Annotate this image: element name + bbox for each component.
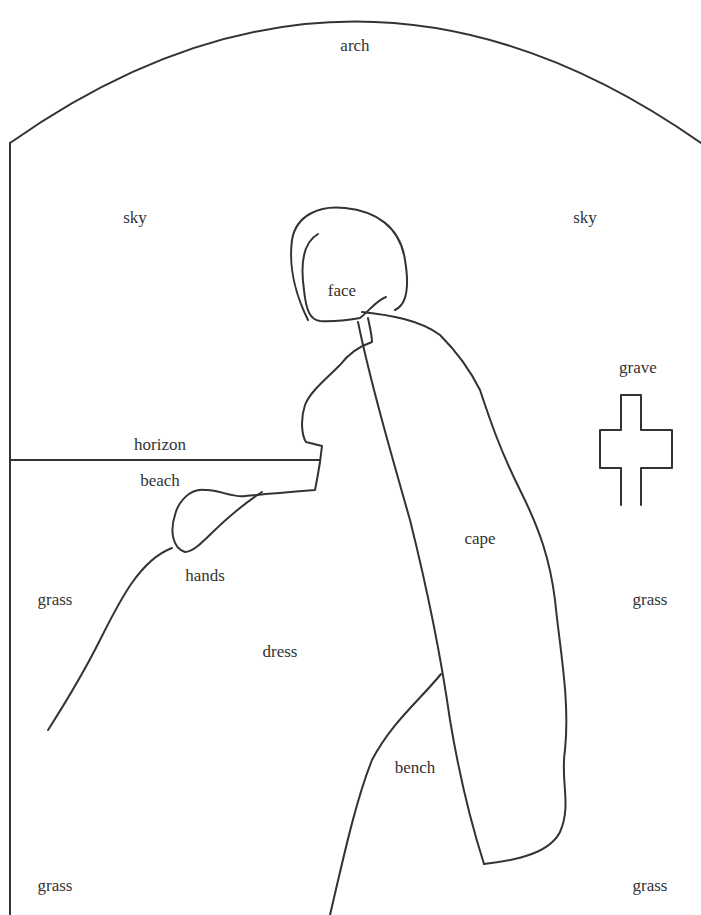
region-label: sky bbox=[573, 208, 597, 228]
cape-inner-edge bbox=[358, 322, 484, 864]
region-label: grass bbox=[633, 876, 668, 896]
bench-edge bbox=[330, 674, 441, 915]
region-label: dress bbox=[263, 642, 298, 662]
face-outline bbox=[303, 234, 386, 321]
region-label: cape bbox=[464, 529, 495, 549]
region-label: grass bbox=[633, 590, 668, 610]
region-label: grass bbox=[38, 590, 73, 610]
dress-edge bbox=[48, 548, 172, 730]
cape-outline bbox=[362, 312, 566, 864]
arch-line bbox=[10, 22, 701, 144]
dress-outline bbox=[245, 318, 372, 496]
region-label: bench bbox=[395, 758, 436, 778]
frame-edge bbox=[9, 143, 11, 915]
horizon-line bbox=[10, 459, 320, 461]
region-label: arch bbox=[340, 36, 369, 56]
grave-cross bbox=[600, 395, 672, 505]
region-label: beach bbox=[140, 471, 180, 491]
region-label: horizon bbox=[134, 435, 186, 455]
region-label: sky bbox=[123, 208, 147, 228]
region-label: grass bbox=[38, 876, 73, 896]
region-label: grave bbox=[619, 358, 657, 378]
region-label: face bbox=[328, 281, 356, 301]
hair-outline bbox=[291, 207, 407, 320]
region-label: hands bbox=[185, 566, 225, 586]
hands-outline bbox=[172, 490, 262, 552]
